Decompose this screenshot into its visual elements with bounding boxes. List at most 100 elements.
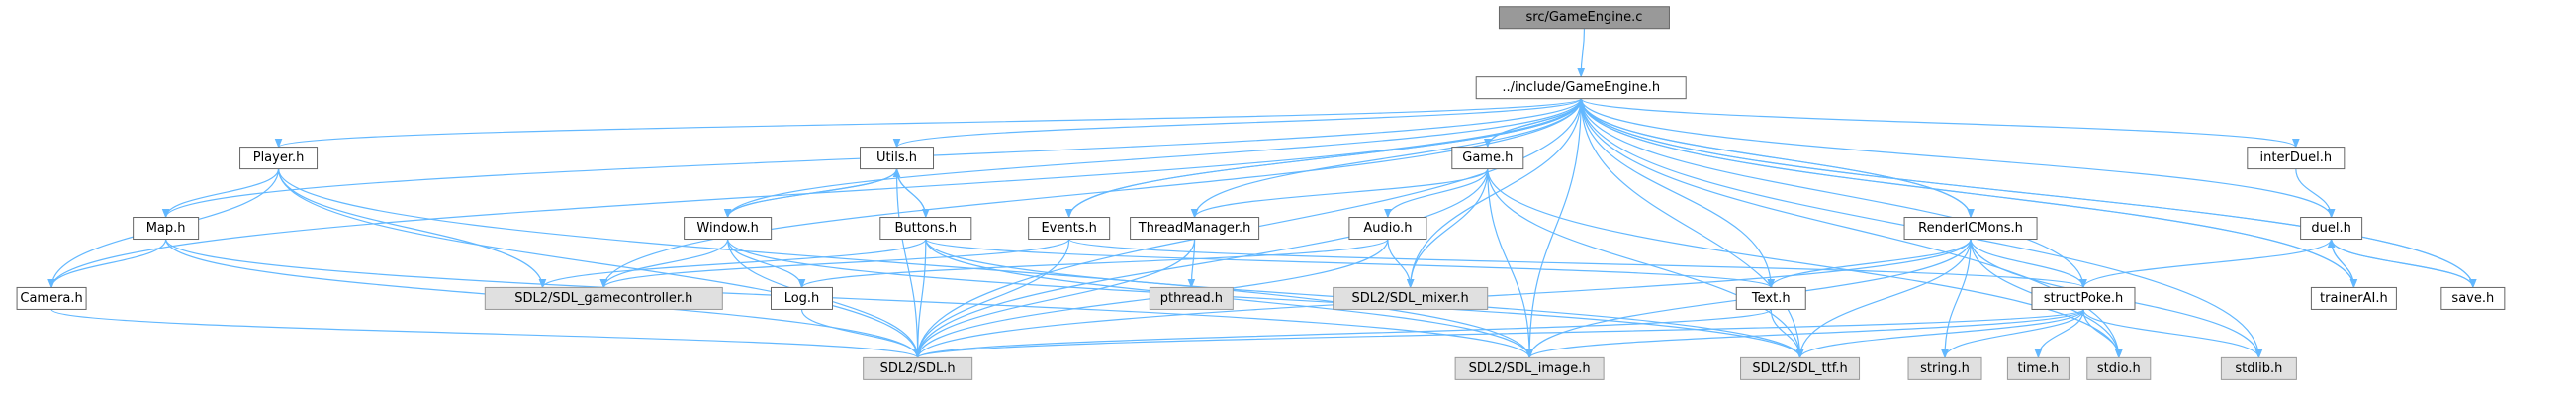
node-box-camera — [16, 286, 87, 310]
edge-structpoke-to-image — [1525, 308, 2084, 359]
edge-camera-to-sdl — [50, 308, 922, 359]
node-pthread: pthread.h — [1149, 286, 1234, 310]
edge-utils-to-sdl — [895, 168, 922, 359]
node-structpoke[interactable]: structPoke.h — [2031, 286, 2136, 310]
node-label-image: SDL2/SDL_image.h — [1469, 361, 1591, 376]
edge-render-to-string — [1941, 239, 1972, 359]
node-label-player: Player.h — [253, 150, 305, 165]
node-game[interactable]: Game.h — [1451, 147, 1524, 170]
node-label-structpoke: structPoke.h — [2044, 291, 2123, 306]
edge-render-to-ge — [1577, 97, 1972, 218]
node-box-render — [1903, 217, 2038, 241]
node-label-stdio: stdio.h — [2097, 361, 2141, 376]
node-text[interactable]: Text.h — [1735, 286, 1806, 310]
node-box-sdl — [863, 356, 973, 380]
node-utils[interactable]: Utils.h — [860, 147, 935, 170]
edge-window-to-ttf — [727, 239, 1804, 359]
node-box-log — [770, 286, 833, 310]
node-ge[interactable]: ../include/GameEngine.h — [1475, 76, 1687, 100]
edge-audio-to-mixer — [1387, 239, 1415, 289]
edge-ge-to-window — [723, 98, 1582, 219]
edge-events-to-sdl — [913, 239, 1070, 359]
node-box-gamecontroller — [484, 286, 723, 310]
edge-structpoke-to-time — [2034, 309, 2084, 359]
node-trainerai[interactable]: trainerAI.h — [2310, 286, 2397, 310]
node-box-utils — [860, 147, 935, 170]
edge-threadmgr-to-pthread — [1187, 239, 1196, 289]
node-save[interactable]: save.h — [2440, 286, 2506, 310]
edge-root-to-ge — [1577, 28, 1586, 78]
node-label-root: src/GameEngine.c — [1526, 10, 1643, 25]
node-render[interactable]: RenderICMons.h — [1903, 217, 2038, 241]
node-stdlib: stdlib.h — [2220, 356, 2297, 380]
node-string: string.h — [1907, 356, 1982, 380]
edge-ge-to-text — [1580, 98, 1776, 289]
edge-ge-to-utils — [892, 98, 1582, 149]
edge-window-to-utils — [727, 167, 901, 218]
node-label-duel: duel.h — [2311, 221, 2350, 236]
edge-buttons-to-text — [925, 238, 1775, 289]
node-duel[interactable]: duel.h — [2300, 217, 2363, 241]
edge-ge-to-interduel — [1580, 98, 2300, 149]
node-interduel[interactable]: interDuel.h — [2247, 147, 2346, 170]
edge-events-to-ge — [1068, 97, 1585, 218]
node-box-stdlib — [2220, 356, 2297, 380]
edge-game-to-mixer — [1406, 168, 1489, 289]
edge-ge-to-image — [1525, 98, 1582, 359]
node-box-time — [2006, 356, 2070, 380]
node-box-interduel — [2247, 147, 2346, 170]
node-window[interactable]: Window.h — [684, 217, 773, 241]
node-label-utils: Utils.h — [876, 150, 917, 165]
node-events[interactable]: Events.h — [1028, 217, 1111, 241]
node-label-sdl: SDL2/SDL.h — [880, 361, 956, 376]
node-box-audio — [1348, 217, 1427, 241]
node-player[interactable]: Player.h — [239, 147, 319, 170]
edge-player-to-stdbool — [277, 168, 547, 289]
edge-save-to-ge — [1577, 97, 2474, 288]
node-map[interactable]: Map.h — [133, 217, 200, 241]
node-box-image — [1454, 356, 1605, 380]
edge-trainerai-to-ge — [1577, 97, 2355, 288]
edge-ge-to-gamecontroller — [599, 98, 1582, 289]
edge-structpoke-to-stdlib — [2082, 309, 2263, 359]
node-box-save — [2440, 286, 2506, 310]
edge-game-to-sdl — [913, 168, 1489, 359]
edge-ge-to-structpoke — [1580, 98, 2087, 289]
edge-events-to-gamecontroller — [599, 238, 1070, 289]
edge-structpoke-to-string — [1941, 309, 2084, 359]
node-label-ge: ../include/GameEngine.h — [1502, 80, 1660, 95]
node-label-pthread: pthread.h — [1160, 291, 1223, 306]
edge-game-to-stdio — [1487, 168, 2123, 359]
node-log[interactable]: Log.h — [770, 286, 833, 310]
node-box-string — [1907, 356, 1982, 380]
node-camera[interactable]: Camera.h — [16, 286, 87, 310]
edge-map-to-camera — [47, 239, 167, 289]
node-threadmgr[interactable]: ThreadManager.h — [1130, 217, 1260, 241]
node-buttons[interactable]: Buttons.h — [879, 217, 972, 241]
node-layer: src/GameEngine.c ../include/GameEngine.hP… — [16, 6, 2506, 380]
edge-ge-to-stdio — [1580, 98, 2123, 359]
node-label-gamecontroller: SDL2/SDL_gamecontroller.h — [514, 291, 692, 306]
edge-buttons-to-sdl — [913, 239, 927, 359]
node-audio[interactable]: Audio.h — [1348, 217, 1427, 241]
edge-ge-to-duel — [1580, 98, 2336, 219]
node-box-map — [133, 217, 200, 241]
edge-structpoke-to-sdl — [914, 308, 2084, 359]
edge-player-to-image — [277, 168, 1533, 359]
edge-structpoke-to-stdio — [2082, 309, 2123, 359]
node-box-ttf — [1740, 356, 1861, 380]
edge-game-to-audio — [1384, 168, 1489, 219]
edge-layer — [47, 28, 2477, 359]
node-box-trainerai — [2310, 286, 2397, 310]
node-box-game — [1451, 147, 1524, 170]
edge-game-to-ttf — [1487, 168, 1804, 359]
node-box-duel — [2300, 217, 2363, 241]
node-label-ttf: SDL2/SDL_ttf.h — [1752, 361, 1847, 376]
node-label-interduel: interDuel.h — [2260, 150, 2333, 165]
node-root[interactable]: src/GameEngine.c — [1498, 6, 1670, 30]
edge-window-to-gamecontroller — [599, 239, 729, 289]
node-box-player — [239, 147, 319, 170]
node-mixer: SDL2/SDL_mixer.h — [1333, 286, 1489, 310]
node-label-mixer: SDL2/SDL_mixer.h — [1352, 291, 1469, 306]
edge-text-to-sdl — [914, 308, 1772, 359]
